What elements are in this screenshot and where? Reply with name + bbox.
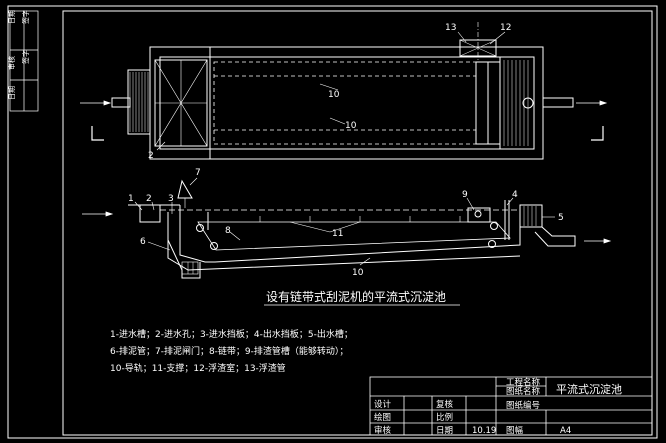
section-view	[128, 179, 576, 279]
title-block-label: 工程名称	[506, 377, 541, 388]
title-block-label: 图纸名称	[506, 386, 541, 397]
callout-label: 2	[148, 151, 154, 161]
leader-line	[134, 201, 143, 211]
callout-label: 2	[146, 194, 152, 204]
leader-line	[489, 31, 506, 45]
title-block-label: 绘图	[374, 412, 391, 423]
callout-label: 5	[558, 213, 564, 223]
flow-arrow-head	[603, 238, 612, 244]
callout-label: 10	[352, 268, 364, 278]
inner-border	[62, 10, 653, 436]
title-block-label: 比例	[436, 412, 453, 423]
tank-body	[179, 205, 521, 263]
leader-line	[329, 221, 361, 233]
title-block-label: 图纸编号	[506, 400, 540, 411]
callout-label: 3	[168, 194, 174, 204]
plan-view	[111, 22, 574, 160]
leader-line	[229, 231, 241, 241]
leader-line	[329, 117, 346, 125]
chain-band	[213, 61, 477, 145]
tank-outline	[149, 46, 544, 160]
leader-line	[189, 177, 198, 186]
leader-line	[506, 197, 514, 206]
legend: 1-进水槽；2-进水孔；3-进水挡板；4-出水挡板；5-出水槽； 6-排泥管；7…	[110, 328, 353, 374]
leader-line	[319, 83, 339, 91]
side-stamp-text: 签字	[21, 50, 30, 64]
callout-label: 10	[328, 90, 340, 100]
leader-line	[359, 257, 371, 266]
title-block-value: A4	[560, 426, 571, 436]
callout-label: 7	[195, 168, 201, 178]
title-block-label: 复核	[436, 399, 454, 410]
inlet-trough	[139, 205, 161, 223]
leader-line	[156, 141, 166, 151]
legend-line: 10-导轨；11-支撑；12-浮渣室；13-浮渣管	[110, 362, 286, 374]
flow-arrow-head	[599, 100, 608, 106]
callout-label: 11	[332, 229, 343, 239]
title-block-value: 10.19	[472, 426, 496, 436]
legend-line: 6-排泥管；7-排泥闸门；8-链带；9-排渣管槽（能够转动）；	[110, 345, 348, 357]
leader-line	[457, 31, 467, 43]
title-block-label: 设计	[374, 399, 392, 410]
callout-label: 4	[512, 190, 518, 200]
flow-arrow-head	[103, 100, 112, 106]
leader-line	[147, 241, 171, 251]
side-stamp	[9, 10, 39, 112]
callout-label: 9	[462, 190, 468, 200]
title-block-label: 图幅	[506, 425, 524, 436]
legend-line: 1-进水槽；2-进水孔；3-进水挡板；4-出水挡板；5-出水槽；	[110, 328, 353, 340]
side-stamp-text: 签字	[21, 10, 30, 24]
flow-arrow-head	[105, 211, 114, 217]
callout-label: 12	[500, 23, 511, 33]
title-block-label: 审核	[374, 425, 392, 436]
callout-label: 13	[445, 23, 456, 33]
side-stamp-text: 审核	[7, 56, 16, 70]
chain-loop	[197, 221, 511, 251]
leader-line	[289, 221, 331, 233]
leader-line	[466, 197, 475, 211]
drawing-name: 平流式沉淀池	[556, 382, 622, 396]
side-stamp-text: 日期	[8, 10, 16, 24]
outer-border	[7, 5, 658, 439]
title-block-label: 日期	[436, 426, 453, 436]
drawing-caption: 设有链带式刮泥机的平流式沉淀池	[266, 289, 446, 304]
callout-label: 6	[140, 237, 146, 247]
title-block	[369, 376, 653, 436]
callout-label: 1	[128, 194, 134, 204]
section-markers	[91, 126, 604, 141]
callout-label: 10	[345, 121, 357, 131]
leader-line	[151, 201, 155, 211]
callout-label: 8	[225, 226, 231, 236]
side-stamp-text: 日期	[8, 86, 16, 100]
